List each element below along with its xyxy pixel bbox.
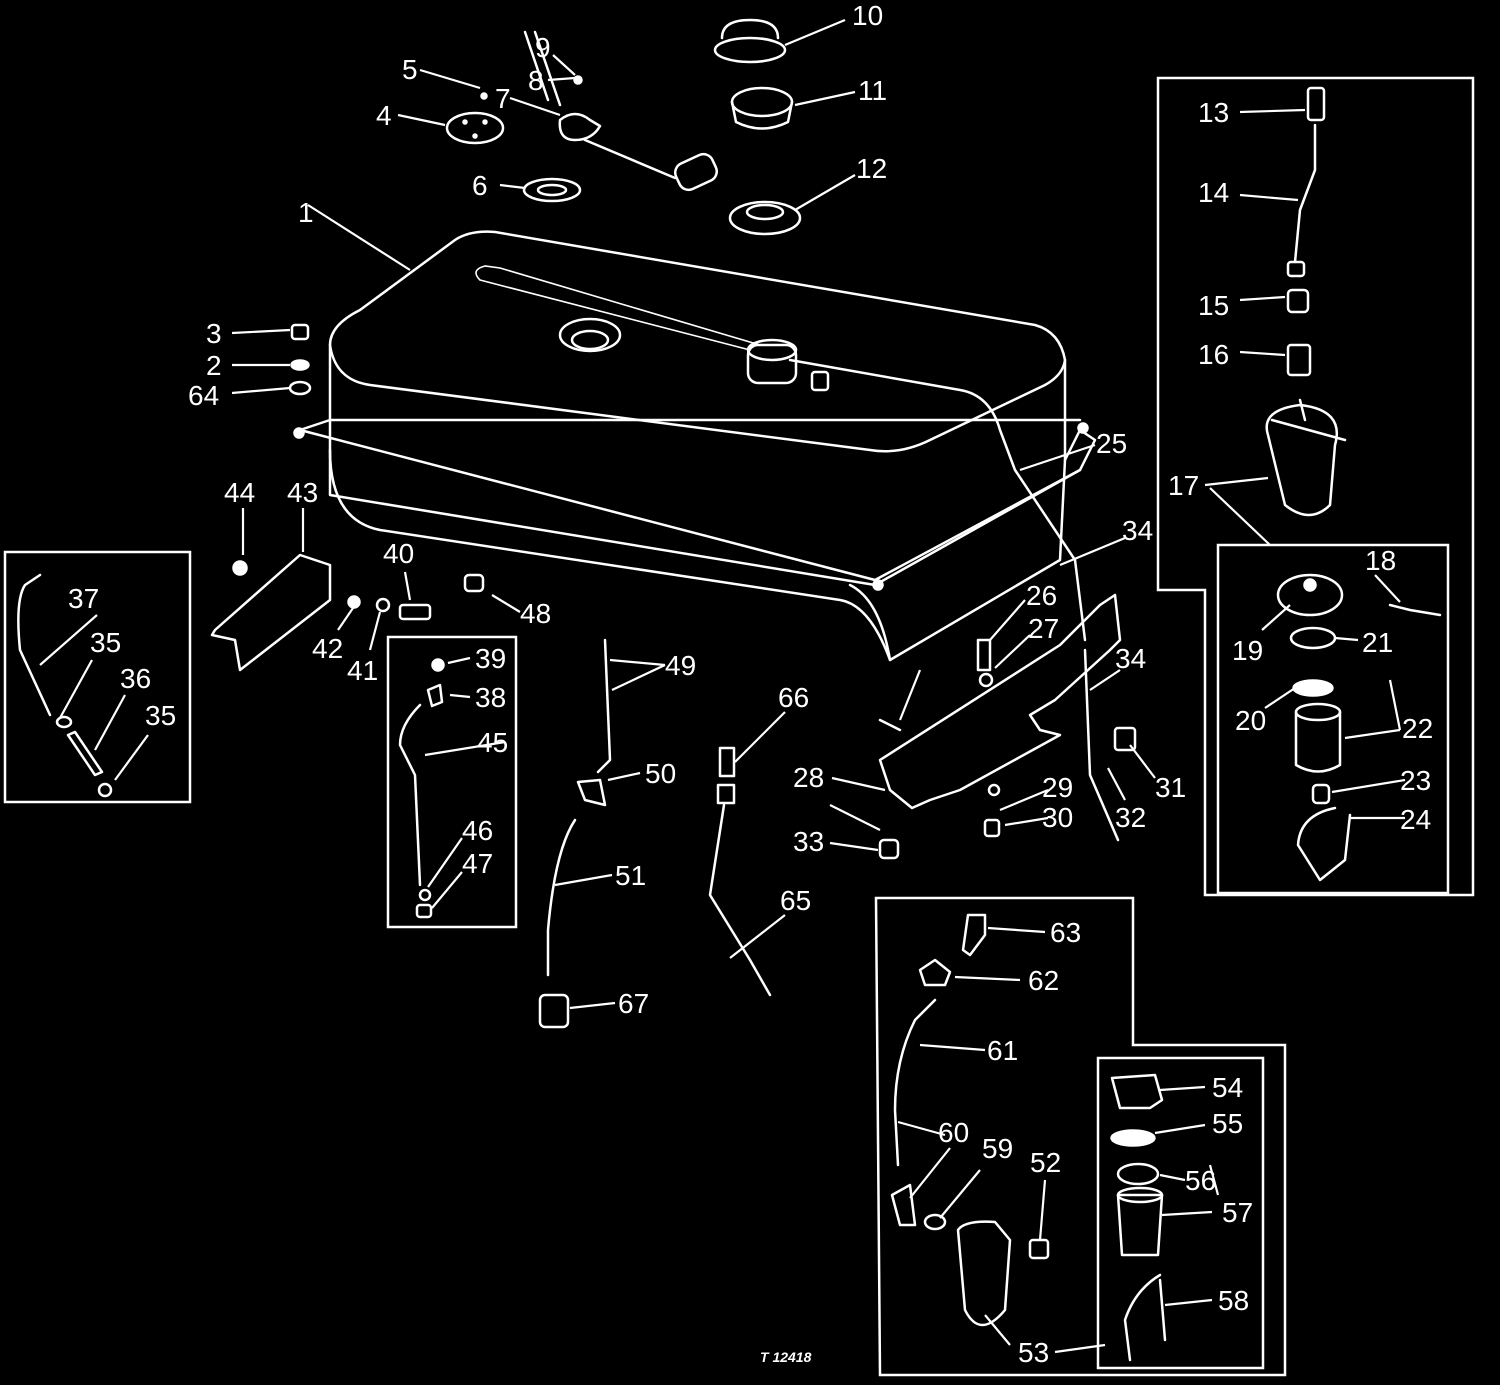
callout-6: 6 xyxy=(472,170,488,201)
callout-1: 1 xyxy=(298,197,314,228)
leader-lines xyxy=(39,18,1406,1354)
callout-14: 14 xyxy=(1198,177,1229,208)
callout-13: 13 xyxy=(1198,97,1229,128)
callout-39: 39 xyxy=(475,643,506,674)
callout-56: 56 xyxy=(1185,1165,1216,1196)
callout-labels: 1 2 3 4 5 6 7 8 9 10 11 12 13 14 15 16 1… xyxy=(68,0,1433,1368)
tank-mounting-parts xyxy=(17,323,485,919)
callout-3: 3 xyxy=(206,318,222,349)
callout-8: 8 xyxy=(528,65,544,96)
callout-53: 53 xyxy=(1018,1337,1049,1368)
callout-23: 23 xyxy=(1400,765,1431,796)
callout-59: 59 xyxy=(982,1133,1013,1164)
callout-62: 62 xyxy=(1028,965,1059,996)
callout-11: 11 xyxy=(858,75,887,106)
callout-52: 52 xyxy=(1030,1147,1061,1178)
callout-63: 63 xyxy=(1050,917,1081,948)
callout-21: 21 xyxy=(1362,627,1393,658)
figure-code: T 12418 xyxy=(760,1349,812,1365)
callout-35-lower: 35 xyxy=(145,700,176,731)
sediment-bowl-assembly xyxy=(890,913,1167,1362)
callout-45: 45 xyxy=(477,727,508,758)
sediment-bowl-inset-frame xyxy=(874,896,1287,1377)
callout-38: 38 xyxy=(475,682,506,713)
callout-43: 43 xyxy=(287,477,318,508)
callout-4: 4 xyxy=(376,100,392,131)
callout-22: 22 xyxy=(1402,713,1433,744)
callout-64: 64 xyxy=(188,380,219,411)
filter-parts-inset-frame xyxy=(1216,543,1450,895)
callout-66: 66 xyxy=(778,682,809,713)
fuel-filter-assembly xyxy=(1265,86,1442,882)
callout-17: 17 xyxy=(1168,470,1199,501)
callout-25: 25 xyxy=(1096,428,1127,459)
callout-44: 44 xyxy=(224,477,255,508)
callout-20: 20 xyxy=(1235,705,1266,736)
callout-2: 2 xyxy=(206,350,222,381)
callout-28: 28 xyxy=(793,762,824,793)
top-parts xyxy=(445,18,802,236)
callout-30: 30 xyxy=(1042,802,1073,833)
callout-31: 31 xyxy=(1155,772,1186,803)
fuel-lines xyxy=(538,593,1137,1029)
callout-12: 12 xyxy=(856,153,887,184)
fuel-filter-inset-frame xyxy=(1156,76,1475,897)
callout-10: 10 xyxy=(852,0,883,31)
callout-61: 61 xyxy=(987,1035,1018,1066)
callout-34-upper: 34 xyxy=(1122,515,1153,546)
callout-24: 24 xyxy=(1400,804,1431,835)
callout-27: 27 xyxy=(1028,613,1059,644)
callout-26: 26 xyxy=(1026,580,1057,611)
callout-67: 67 xyxy=(618,988,649,1019)
callout-29: 29 xyxy=(1042,772,1073,803)
callout-55: 55 xyxy=(1212,1108,1243,1139)
callout-40: 40 xyxy=(383,538,414,569)
callout-9: 9 xyxy=(535,32,551,63)
callout-46: 46 xyxy=(462,815,493,846)
callout-37: 37 xyxy=(68,583,99,614)
callout-47: 47 xyxy=(462,848,493,879)
callout-48: 48 xyxy=(520,598,551,629)
callout-18: 18 xyxy=(1365,545,1396,576)
sediment-parts-inset-frame xyxy=(1096,1056,1265,1370)
callout-50: 50 xyxy=(645,758,676,789)
left-pipe-inset-frame xyxy=(3,550,192,804)
callout-15: 15 xyxy=(1198,290,1229,321)
callout-19: 19 xyxy=(1232,635,1263,666)
callout-35-upper: 35 xyxy=(90,627,121,658)
callout-49: 49 xyxy=(665,650,696,681)
callout-42: 42 xyxy=(312,633,343,664)
callout-41: 41 xyxy=(347,655,378,686)
callout-51: 51 xyxy=(615,860,646,891)
callout-57: 57 xyxy=(1222,1197,1253,1228)
callout-34-lower: 34 xyxy=(1115,643,1146,674)
drain-pipe-inset-frame xyxy=(386,635,518,929)
callout-32: 32 xyxy=(1115,802,1146,833)
callout-65: 65 xyxy=(780,885,811,916)
callout-36: 36 xyxy=(120,663,151,694)
callout-54: 54 xyxy=(1212,1072,1243,1103)
callout-7: 7 xyxy=(495,83,511,114)
callout-33: 33 xyxy=(793,826,824,857)
inset-frames xyxy=(3,76,1475,1377)
callout-16: 16 xyxy=(1198,339,1229,370)
callout-5: 5 xyxy=(402,54,418,85)
fuel-tank xyxy=(293,230,1097,662)
callout-60: 60 xyxy=(938,1117,969,1148)
callout-58: 58 xyxy=(1218,1285,1249,1316)
